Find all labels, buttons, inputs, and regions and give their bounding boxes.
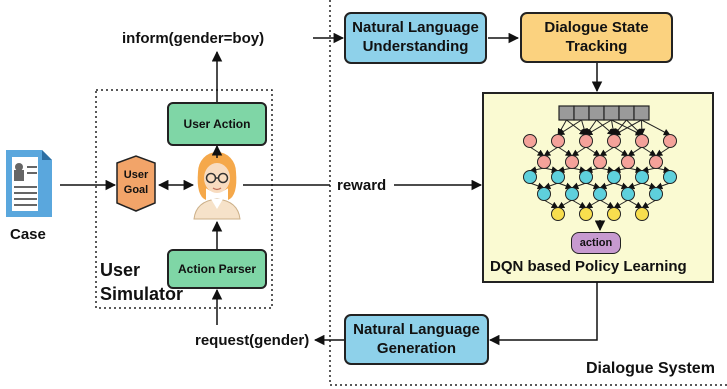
hidden2-node bbox=[649, 155, 663, 169]
user-goal-hexagon bbox=[116, 155, 156, 212]
nn-edge bbox=[613, 119, 642, 136]
nn-edge bbox=[557, 182, 573, 190]
hidden3-node bbox=[663, 170, 677, 184]
nlg-box: Natural Language Generation bbox=[344, 314, 489, 365]
nn-edge bbox=[613, 199, 629, 209]
action-parser-box: Action Parser bbox=[167, 249, 267, 289]
case-label: Case bbox=[10, 226, 46, 243]
nlu-line2: Understanding bbox=[362, 38, 469, 55]
hidden3-node bbox=[579, 170, 593, 184]
hidden2-node bbox=[537, 155, 551, 169]
nlu-line1: Natural Language bbox=[352, 19, 479, 37]
nlg-line1: Natural Language bbox=[353, 320, 480, 338]
hidden3-node bbox=[551, 170, 565, 184]
document-icon bbox=[6, 150, 52, 217]
nn-edge bbox=[529, 146, 545, 157]
input-cell bbox=[603, 105, 620, 121]
output-node bbox=[579, 207, 593, 221]
arrow-policy-to-nlg bbox=[488, 282, 598, 346]
nn-edge bbox=[638, 119, 646, 136]
output-node bbox=[607, 207, 621, 221]
output-node bbox=[635, 207, 649, 221]
hidden4-node bbox=[649, 187, 663, 201]
input-cell bbox=[558, 105, 575, 121]
nn-edge bbox=[585, 182, 601, 190]
input-cell bbox=[618, 105, 635, 121]
user-goal-line2: Goal bbox=[123, 183, 149, 196]
hidden4-node bbox=[537, 187, 551, 201]
nn-edge bbox=[599, 182, 615, 190]
nn-edge bbox=[585, 199, 601, 209]
nn-edge bbox=[557, 199, 573, 209]
hidden1-node bbox=[663, 134, 677, 148]
nn-edge bbox=[641, 199, 657, 209]
hidden2-node bbox=[593, 155, 607, 169]
nn-edge bbox=[543, 146, 559, 157]
nn-edge bbox=[627, 199, 643, 209]
nn-edge bbox=[655, 182, 671, 190]
user-goal-label: User Goal bbox=[117, 168, 155, 198]
hidden1-node bbox=[523, 134, 537, 148]
user-simulator-border bbox=[95, 89, 273, 309]
hidden1-node bbox=[551, 134, 565, 148]
dialogue-system-label: Dialogue System bbox=[586, 360, 715, 377]
inform-label: inform(gender=boy) bbox=[122, 30, 265, 47]
dst-line1: Dialogue State bbox=[544, 18, 649, 36]
nn-edge bbox=[655, 146, 671, 157]
input-cell bbox=[633, 105, 650, 121]
nn-edge bbox=[613, 146, 629, 157]
nn-edge bbox=[641, 146, 657, 157]
nn-edge bbox=[557, 146, 573, 157]
user-avatar-icon bbox=[193, 152, 241, 220]
nn-edge bbox=[641, 182, 657, 190]
nn-edge bbox=[571, 182, 587, 190]
nn-edge bbox=[571, 199, 587, 209]
request-label: request(gender) bbox=[195, 332, 310, 349]
hidden2-node bbox=[621, 155, 635, 169]
user-simulator-label: User Simulator bbox=[100, 258, 183, 307]
hidden3-node bbox=[523, 170, 537, 184]
nn-edge bbox=[585, 119, 612, 136]
hidden1-node bbox=[635, 134, 649, 148]
output-node bbox=[551, 207, 565, 221]
dst-line2: Tracking bbox=[565, 37, 628, 55]
reward-label: reward bbox=[337, 177, 387, 194]
nn-edge bbox=[543, 199, 559, 209]
nn-edge bbox=[627, 146, 643, 157]
nn-edge bbox=[613, 182, 629, 190]
nn-edge bbox=[580, 119, 588, 136]
nn-edge bbox=[599, 199, 615, 209]
user-action-box: User Action bbox=[167, 102, 267, 146]
hidden3-node bbox=[607, 170, 621, 184]
hidden2-node bbox=[565, 155, 579, 169]
hidden3-node bbox=[635, 170, 649, 184]
nn-edge bbox=[641, 119, 671, 136]
dqn-policy-label: DQN based Policy Learning bbox=[490, 258, 687, 275]
hidden1-node bbox=[579, 134, 593, 148]
nlg-line2: Generation bbox=[376, 339, 457, 357]
user-simulator-line2: Simulator bbox=[100, 284, 184, 305]
nn-edge bbox=[543, 182, 559, 190]
input-cell bbox=[588, 105, 605, 121]
nn-edge bbox=[627, 182, 643, 190]
nn-edge bbox=[529, 182, 545, 190]
nn-edge bbox=[599, 146, 615, 157]
dqn-network bbox=[523, 105, 677, 232]
user-simulator-line1: User bbox=[100, 260, 141, 280]
nn-edge bbox=[571, 146, 587, 157]
nn-edge bbox=[585, 146, 601, 157]
hidden4-node bbox=[593, 187, 607, 201]
input-cell bbox=[573, 105, 590, 121]
hidden4-node bbox=[621, 187, 635, 201]
dst-box: Dialogue State Tracking bbox=[520, 12, 673, 63]
hidden1-node bbox=[607, 134, 621, 148]
user-goal-line1: User bbox=[123, 169, 149, 181]
nlu-box: Natural Language Understanding bbox=[344, 12, 487, 64]
hidden4-node bbox=[565, 187, 579, 201]
nn-edge bbox=[557, 119, 582, 136]
action-node: action bbox=[571, 232, 621, 254]
